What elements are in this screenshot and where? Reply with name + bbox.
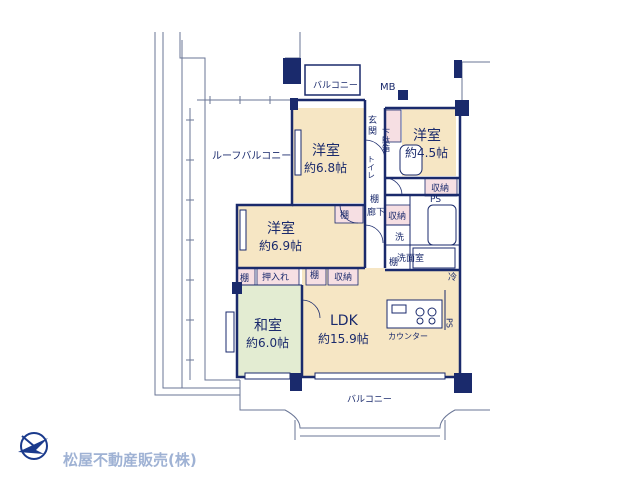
shoe-box-label: 下駄箱 xyxy=(382,128,391,153)
structural-columns xyxy=(232,58,472,393)
western-room-1-name: 洋室 xyxy=(312,142,340,159)
shelf-label-1: 棚 xyxy=(340,209,349,221)
western-room-1-size: 約6.8帖 xyxy=(304,160,347,175)
roof-balcony-label: ルーフバルコニー xyxy=(212,150,291,162)
storage-label-2: 収納 xyxy=(388,210,406,222)
toilet-label: トイレ xyxy=(367,155,376,179)
windows xyxy=(225,129,446,380)
western-room-2-name: 洋室 xyxy=(413,127,441,144)
japanese-room-name: 和室 xyxy=(254,317,282,334)
roof-balcony-rail xyxy=(186,96,271,361)
bottom-balcony-label: バルコニー xyxy=(347,394,392,405)
ps-label-1: PS xyxy=(430,195,441,205)
shelf-label-2: 棚 xyxy=(370,193,379,205)
right-balcony-outline xyxy=(461,61,490,100)
western-room-3-size: 約6.9帖 xyxy=(259,238,302,253)
japanese-room-area xyxy=(237,285,302,377)
bird-circle-logo-icon xyxy=(18,432,48,460)
hallway-label: 廊下 xyxy=(367,206,385,218)
roof-balcony-outline xyxy=(154,32,301,396)
shelf-label-3: 棚 xyxy=(240,272,249,284)
ps-label-2: PS xyxy=(445,318,454,328)
western-room-3-name: 洋室 xyxy=(267,220,295,237)
top-balcony-label: バルコニー xyxy=(313,80,358,91)
japanese-room-size: 約6.0帖 xyxy=(246,335,289,350)
storage-label-3: 収納 xyxy=(334,271,352,283)
hall-area xyxy=(365,108,385,268)
entrance-label-2: 関 xyxy=(368,126,377,137)
bottom-balcony-outline xyxy=(239,380,490,440)
top-balcony-outline xyxy=(304,64,361,96)
western-room-1-area xyxy=(292,108,364,203)
storage-label-1: 収納 xyxy=(431,182,449,194)
mb-label: MB xyxy=(380,82,396,93)
closet-label: 押入れ xyxy=(262,271,289,283)
bath-fixtures xyxy=(399,144,457,269)
washroom-label: 洗面室 xyxy=(397,252,424,264)
kitchen-fixtures xyxy=(386,299,443,329)
ldk-name: LDK xyxy=(330,313,359,329)
fridge-label: 冷 xyxy=(448,271,457,283)
company-name: 松屋不動産販売(株) xyxy=(63,451,197,469)
ldk-size: 約15.9帖 xyxy=(318,331,369,346)
entrance-label-1: 玄 xyxy=(368,114,377,126)
door-swings xyxy=(301,139,403,319)
washer-label: 洗 xyxy=(395,231,404,243)
shelf-label-5: 棚 xyxy=(389,256,398,268)
counter-label: カウンター xyxy=(388,332,428,341)
shelf-label-4: 棚 xyxy=(310,269,319,281)
western-room-2-size: 約4.5帖 xyxy=(405,145,448,160)
